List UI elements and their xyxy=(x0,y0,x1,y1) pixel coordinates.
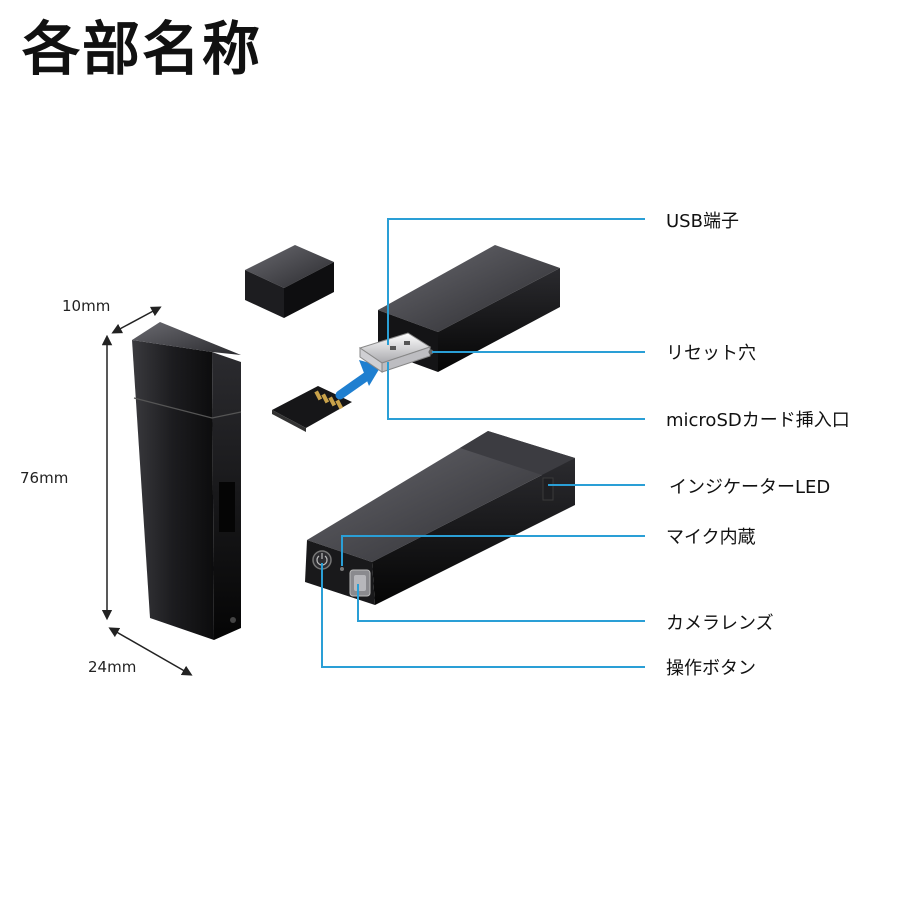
operation-button-label: 操作ボタン xyxy=(666,658,756,679)
microsd-callout-line xyxy=(387,362,645,420)
height-label: 76mm xyxy=(20,469,68,487)
microsd-slot-label: microSDカード挿入口 xyxy=(666,410,850,431)
upper-device xyxy=(358,245,560,373)
microsd-card xyxy=(272,386,352,432)
width-label: 24mm xyxy=(88,658,136,676)
lower-device xyxy=(305,431,575,605)
width-dimension-line xyxy=(108,627,193,676)
usb-port-label: USB端子 xyxy=(666,211,739,232)
page-title: 各部名称 xyxy=(22,15,263,83)
indicator-led-label: インジケーターLED xyxy=(669,477,830,498)
standing-device xyxy=(132,322,242,640)
callout-lines xyxy=(321,218,645,668)
mic-callout-line xyxy=(341,535,645,566)
lens-callout-line xyxy=(357,584,645,622)
button-callout-line xyxy=(321,563,645,668)
camera-lens-label: カメラレンズ xyxy=(666,613,774,634)
usb-callout-line xyxy=(387,218,645,345)
depth-label: 10mm xyxy=(62,297,110,315)
built-in-mic-label: マイク内蔵 xyxy=(666,527,756,548)
usb-cap xyxy=(245,245,334,318)
reset-hole-label: リセット穴 xyxy=(666,343,756,364)
depth-dimension-line xyxy=(111,306,162,334)
